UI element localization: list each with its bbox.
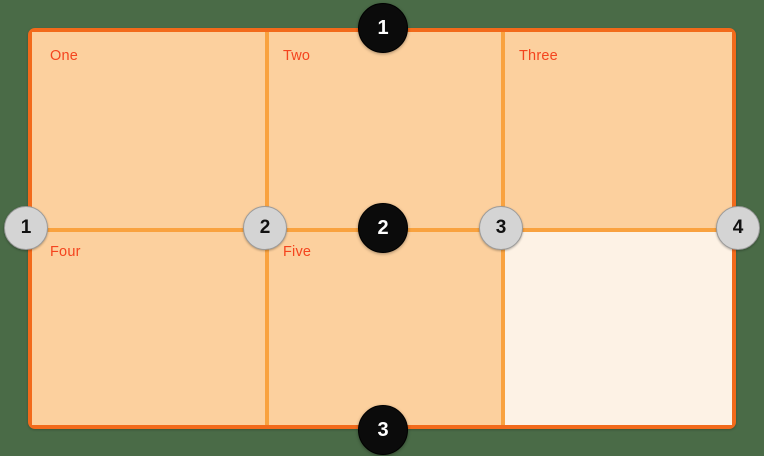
grid-cell-three-label: Three: [519, 48, 558, 64]
column-handle-4-label: 4: [732, 217, 744, 238]
column-handle-4[interactable]: 4: [716, 206, 760, 250]
grid-cell-one-label: One: [50, 48, 79, 64]
grid-cell-two[interactable]: Two: [265, 32, 501, 228]
grid-cell-one[interactable]: One: [32, 32, 265, 228]
column-handle-1[interactable]: 1: [4, 206, 48, 250]
row-handle-3[interactable]: 3: [358, 405, 408, 455]
row-handle-2[interactable]: 2: [358, 203, 408, 253]
grid-cell-five-label: Five: [283, 244, 312, 260]
grid-cell-empty[interactable]: [501, 228, 732, 425]
row-handle-1[interactable]: 1: [358, 3, 408, 53]
grid-cell-five[interactable]: Five: [265, 228, 501, 425]
column-handle-2-label: 2: [259, 217, 271, 238]
row-handle-1-label: 1: [377, 16, 389, 39]
grid-cell-three[interactable]: Three: [501, 32, 732, 228]
column-handle-3-label: 3: [495, 217, 507, 238]
column-handle-3[interactable]: 3: [479, 206, 523, 250]
grid-cell-four-label: Four: [50, 244, 81, 260]
grid-cell-four[interactable]: Four: [32, 228, 265, 425]
row-handle-3-label: 3: [377, 418, 389, 441]
row-handle-2-label: 2: [377, 216, 389, 239]
grid-cell-two-label: Two: [283, 48, 311, 64]
column-handle-2[interactable]: 2: [243, 206, 287, 250]
grid-container: One Two Three Four Five: [28, 28, 736, 429]
column-handle-1-label: 1: [20, 217, 32, 238]
